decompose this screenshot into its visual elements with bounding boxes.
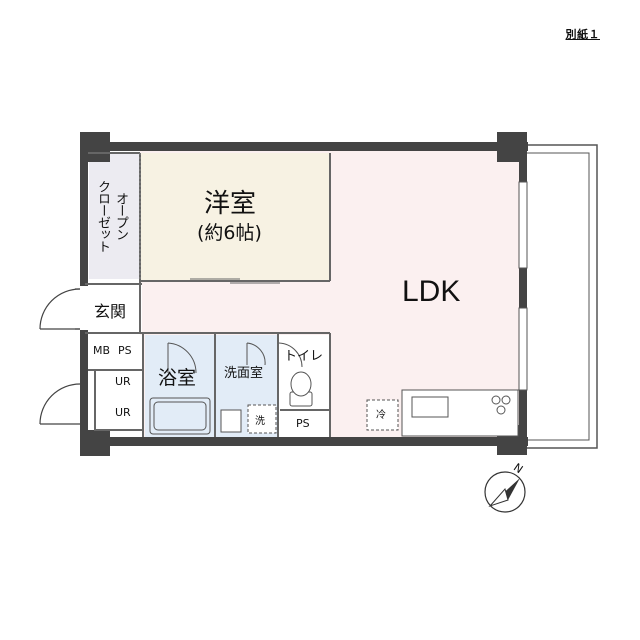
washroom-door: [246, 342, 266, 366]
sheet-label: 別紙１: [565, 28, 600, 41]
toilet-fixture: [289, 371, 313, 407]
balcony: [527, 144, 598, 449]
bathtub: [149, 397, 211, 435]
ur-label-bottom: UR: [115, 406, 131, 419]
fridge-label: 冷: [376, 410, 386, 421]
ldk-name: LDK: [402, 275, 461, 308]
kitchen-counter: [401, 389, 519, 437]
western-room-size: (約6帖): [197, 222, 262, 244]
western-room-floor: [140, 153, 330, 281]
utility-floor: [87, 335, 143, 437]
entrance-door: [39, 288, 81, 330]
ur-label-top: UR: [115, 375, 131, 388]
ps-label-top: PS: [118, 344, 132, 357]
entrance-name: 玄関: [94, 302, 127, 321]
window-right: [518, 181, 528, 391]
washroom-name: 洗面室: [224, 366, 264, 381]
toilet-name: トイレ: [284, 349, 324, 364]
western-room-sliding-door: [190, 165, 331, 284]
fridge-space: [366, 399, 399, 431]
mb-label: MB: [93, 344, 111, 357]
exterior-walls: [80, 132, 528, 456]
closet-floor: [89, 153, 140, 279]
washbasin: [220, 409, 242, 433]
service-door: [39, 383, 81, 425]
washer-label: 洗: [255, 416, 265, 427]
closet-label-line2: クローゼット: [95, 180, 110, 252]
washer-pan: [247, 404, 277, 434]
western-room-name: 洋室: [204, 189, 257, 219]
bath-door: [167, 342, 197, 374]
closet-label-line1: オープン: [113, 192, 128, 240]
bathroom-name: 浴室: [158, 367, 197, 389]
entrance-floor: [85, 283, 142, 333]
ps-label-bottom: PS: [296, 417, 310, 430]
toilet-door: [278, 342, 303, 368]
compass-icon: [484, 471, 526, 513]
